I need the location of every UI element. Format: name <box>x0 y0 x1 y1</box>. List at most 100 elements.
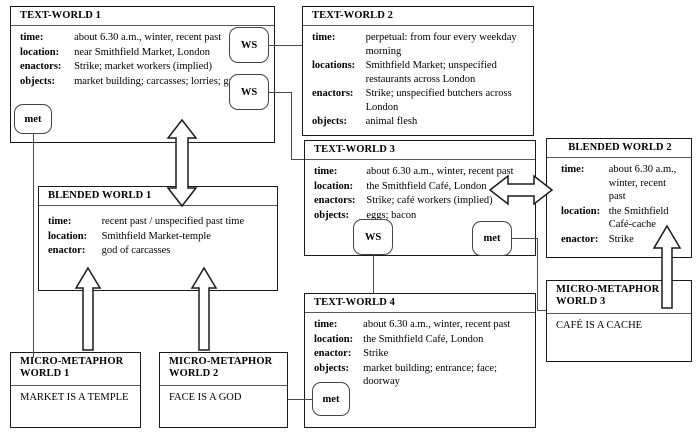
arrow-mmw3-blendedworld2 <box>652 224 682 310</box>
attribute-row: enactor: Strike <box>561 233 685 247</box>
attribute-key: location: <box>314 180 354 192</box>
attribute-row: enactor: god of carcasses <box>48 244 271 258</box>
text-world-1-body: time: about 6.30 a.m., winter, recent pa… <box>11 26 274 93</box>
attribute-key: objects: <box>312 116 347 127</box>
attribute-row: location: the Smithfield Café-cache <box>561 205 685 233</box>
text-world-2-title: TEXT-WORLD 2 <box>303 7 533 27</box>
attribute-value: market building; carcasses; lorries; gri… <box>74 75 250 87</box>
connector-met1-to-mmw1 <box>33 133 35 358</box>
relation-node-ws-textworld3-textworld4[interactable]: WS <box>353 219 393 255</box>
connector-met4-to-mmw2 <box>288 399 313 401</box>
blended-world-2-body: time: about 6.30 a.m., winter, recent pa… <box>547 158 691 251</box>
attribute-key: enactor: <box>314 348 352 360</box>
attribute-key: time: <box>48 216 72 228</box>
attribute-key: objects: <box>314 209 349 221</box>
connector-ws3-to-textworld4 <box>373 254 375 294</box>
micro-metaphor-world-1-box[interactable]: MICRO-METAPHOR WORLD 1 MARKET IS A TEMPL… <box>10 352 141 428</box>
attribute-value: Strike <box>363 348 389 360</box>
attribute-key: locations: <box>312 60 356 72</box>
micro-metaphor-world-3-box[interactable]: MICRO-METAPHOR WORLD 3 CAFÉ IS A CACHE <box>546 280 692 362</box>
attribute-key: enactors: <box>312 88 354 100</box>
connector-met3-horizontal-b <box>537 310 546 312</box>
attribute-value: Strike <box>608 233 634 245</box>
attribute-key: time: <box>314 166 338 178</box>
attribute-value: near Smithfield Market, London <box>74 46 210 58</box>
attribute-row: objects: market building; carcasses; lor… <box>20 75 268 89</box>
arrow-mmw1-blendedworld1 <box>74 266 102 352</box>
attribute-row: objects: animal flesh <box>312 115 527 129</box>
attribute-row: location: the Smithfield Café, London <box>314 333 529 347</box>
micro-metaphor-world-2-statement: FACE IS A GOD <box>169 392 242 403</box>
attribute-row: enactors: Strike; café workers (implied) <box>314 194 529 208</box>
arrow-textworld3-blendedworld2 <box>488 174 554 206</box>
attribute-key: enactor: <box>561 233 599 245</box>
micro-metaphor-world-3-statement: CAFÉ IS A CACHE <box>556 320 643 331</box>
connector-ws2-vertical <box>291 92 293 160</box>
attribute-row: objects: market building; entrance; face… <box>314 362 529 390</box>
text-world-3-title: TEXT-WORLD 3 <box>305 141 535 161</box>
relation-node-met-textworld4-mmw2[interactable]: met <box>312 382 350 416</box>
relation-node-ws-textworld1-textworld2[interactable]: WS <box>229 27 269 63</box>
attribute-value: perpetual: from four every weekday morni… <box>365 32 517 57</box>
attribute-row: location: the Smithfield Café, London <box>314 180 529 194</box>
attribute-value: about 6.30 a.m., winter, recent past <box>363 319 511 331</box>
connector-ws2-horizontal-b <box>291 159 304 161</box>
attribute-value: eggs; bacon <box>366 209 417 221</box>
micro-metaphor-world-2-title: MICRO-METAPHOR WORLD 2 <box>160 353 287 386</box>
attribute-value: the Smithfield Café, London <box>363 333 484 345</box>
attribute-row: location: near Smithfield Market, London <box>20 46 268 60</box>
attribute-row: enactors: Strike; market workers (implie… <box>20 60 268 74</box>
attribute-key: enactor: <box>48 245 86 257</box>
attribute-value: god of carcasses <box>101 245 171 257</box>
connector-met3-horizontal-a <box>511 238 538 240</box>
attribute-value: animal flesh <box>365 116 418 127</box>
attribute-key: location: <box>48 230 88 242</box>
attribute-key: location: <box>314 333 354 345</box>
attribute-key: objects: <box>314 362 349 374</box>
relation-node-ws-textworld1-textworld3[interactable]: WS <box>229 74 269 110</box>
micro-metaphor-world-2-box[interactable]: MICRO-METAPHOR WORLD 2 FACE IS A GOD <box>159 352 288 428</box>
attribute-row: time: about 6.30 a.m., winter, recent pa… <box>314 318 529 332</box>
relation-node-met-textworld1-mmw1[interactable]: met <box>14 104 52 134</box>
arrow-mmw2-blendedworld1 <box>190 266 218 352</box>
attribute-key: objects: <box>20 75 55 87</box>
attribute-row: time: recent past / unspecified past tim… <box>48 215 271 229</box>
connector-ws1-to-textworld2 <box>269 45 302 47</box>
attribute-value: Strike; café workers (implied) <box>366 195 493 207</box>
arrow-textworld1-blendedworld1 <box>166 118 198 208</box>
attribute-key: time: <box>561 164 585 176</box>
attribute-key: enactors: <box>20 61 62 73</box>
connector-ws2-horizontal-a <box>269 92 292 94</box>
attribute-row: enactors: Strike; unspecified butchers a… <box>312 87 527 115</box>
blended-world-1-box[interactable]: BLENDED WORLD 1 time: recent past / unsp… <box>38 186 278 291</box>
blended-world-1-title: BLENDED WORLD 1 <box>39 187 277 207</box>
text-world-3-body: time: about 6.30 a.m., winter, recent pa… <box>305 160 535 227</box>
attribute-key: time: <box>312 32 336 44</box>
attribute-value: the Smithfield Café-cache <box>608 205 669 231</box>
attribute-value: about 6.30 a.m., winter, recent past <box>74 32 222 44</box>
attribute-row: time: about 6.30 a.m., winter, recent pa… <box>314 165 529 179</box>
attribute-value: Strike; market workers (implied) <box>74 61 212 73</box>
attribute-key: enactors: <box>314 195 356 207</box>
text-world-4-title: TEXT-WORLD 4 <box>305 294 535 314</box>
attribute-value: Strike; unspecified butchers across Lond… <box>365 88 512 113</box>
attribute-key: location: <box>20 46 60 58</box>
attribute-row: location: Smithfield Market-temple <box>48 230 271 244</box>
micro-metaphor-world-1-title: MICRO-METAPHOR WORLD 1 <box>11 353 140 386</box>
attribute-key: time: <box>20 32 44 44</box>
text-world-1-title: TEXT-WORLD 1 <box>11 7 274 27</box>
attribute-value: about 6.30 a.m., winter, recent past <box>366 166 514 178</box>
attribute-value: Smithfield Market-temple <box>101 230 211 242</box>
attribute-row: time: about 6.30 a.m., winter, recent pa… <box>20 31 268 45</box>
attribute-row: objects: eggs; bacon <box>314 209 529 223</box>
text-world-2-box[interactable]: TEXT-WORLD 2 time: perpetual: from four … <box>302 6 534 136</box>
relation-node-met-textworld3-mmw3[interactable]: met <box>472 221 512 256</box>
attribute-value: the Smithfield Café, London <box>366 180 487 192</box>
attribute-value: market building; entrance; face; doorway <box>363 362 497 388</box>
attribute-key: location: <box>561 205 601 217</box>
micro-metaphor-world-1-statement: MARKET IS A TEMPLE <box>20 392 129 403</box>
attribute-key: time: <box>314 319 338 331</box>
attribute-value: about 6.30 a.m., winter, recent past <box>608 164 677 203</box>
attribute-row: locations: Smithfield Market; unspecifie… <box>312 59 527 87</box>
